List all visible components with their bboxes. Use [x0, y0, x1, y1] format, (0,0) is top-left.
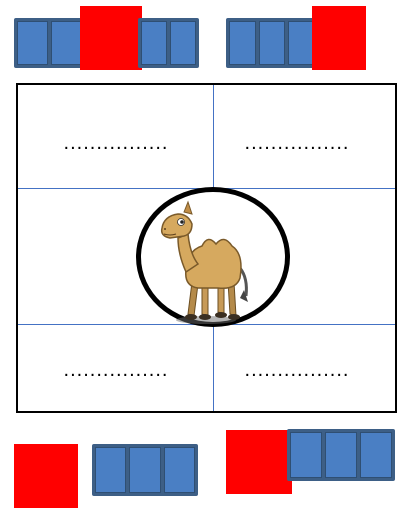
red-block-bottom-left[interactable]	[14, 444, 78, 508]
blue-cell	[17, 21, 48, 65]
blue-cell	[141, 21, 167, 65]
red-block-bottom-right[interactable]	[226, 430, 292, 494]
blue-cell	[290, 432, 322, 478]
blue-cell	[360, 432, 392, 478]
answer-blank-top-right[interactable]: ................	[227, 132, 367, 155]
blue-cell	[164, 447, 195, 493]
red-block-top-left[interactable]	[80, 6, 142, 70]
blue-cell	[288, 21, 315, 65]
blue-block-group-top-right[interactable]	[226, 18, 318, 68]
blue-cell	[325, 432, 357, 478]
blue-cell	[170, 21, 196, 65]
blue-cell	[95, 447, 126, 493]
answer-blank-top-left[interactable]: ................	[46, 132, 186, 155]
answer-blank-bottom-left[interactable]: ................	[46, 359, 186, 382]
blue-cell	[51, 21, 82, 65]
red-block-top-right[interactable]	[312, 6, 366, 70]
answer-blank-bottom-right[interactable]: ................	[227, 359, 367, 382]
blue-block-group-bottom-left[interactable]	[92, 444, 198, 496]
blue-cell	[229, 21, 256, 65]
blue-block-group-bottom-right[interactable]	[287, 429, 395, 481]
blue-block-group-top-middle[interactable]	[138, 18, 199, 68]
blue-cell	[259, 21, 286, 65]
blue-block-group-top-left[interactable]	[14, 18, 84, 68]
blue-cell	[129, 447, 160, 493]
camel-icon	[148, 198, 260, 326]
